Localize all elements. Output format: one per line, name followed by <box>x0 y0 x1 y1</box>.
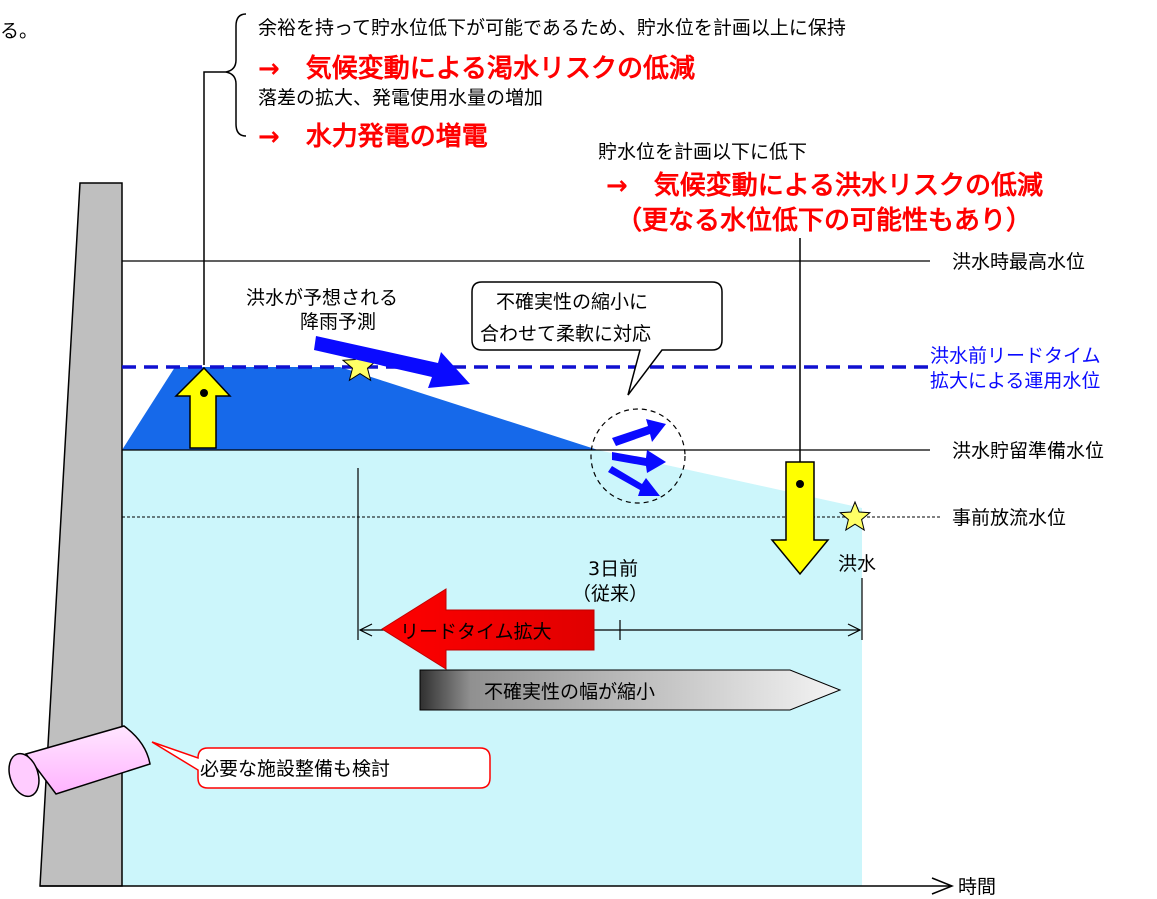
uncertainty-callout-bubble <box>471 281 723 396</box>
lead-time-op-label-1: 洪水前リードタイム <box>930 345 1101 367</box>
right-note-line-3: （更なる水位低下の可能性もあり） <box>616 205 1032 236</box>
right-note-line-2: → 気候変動による洪水リスクの低減 <box>606 170 1043 201</box>
flood-label: 洪水 <box>838 553 876 575</box>
uncertainty-narrowing-arrow-icon <box>419 669 842 711</box>
note-line-1: 余裕を持って貯水位低下が可能であるため、貯水位を計画以上に保持 <box>258 17 846 39</box>
right-note-line-1: 貯水位を計画以下に低下 <box>598 141 807 163</box>
dimension-right-arrowhead <box>847 623 862 637</box>
flexible-response-circle <box>590 408 686 504</box>
top-fragment-text: る。 <box>0 20 38 42</box>
flood-max-level-label: 洪水時最高水位 <box>952 251 1085 273</box>
forecast-trend-arrow-icon <box>314 336 470 388</box>
raise-arrow-dot <box>200 389 208 397</box>
three-days-line-2: （従来） <box>572 583 648 605</box>
facility-callout-box <box>151 741 491 789</box>
raised-water-volume <box>122 367 598 450</box>
note-line-2: → 気候変動による渇水リスクの低減 <box>258 53 695 84</box>
uncertainty-narrowing-label: 不確実性の幅が縮小 <box>484 681 655 703</box>
reservoir-water <box>122 450 862 886</box>
lead-time-expand-label: リードタイム拡大 <box>400 621 552 643</box>
lower-level-arrow-icon <box>770 461 830 576</box>
brace-connector-line <box>203 71 226 365</box>
lead-time-op-label-2: 拡大による運用水位 <box>930 370 1100 392</box>
callout-line-2: 合わせて柔軟に対応 <box>480 323 651 345</box>
rain-forecast-line-2: 降雨予測 <box>300 311 376 333</box>
note-line-4: → 水力発電の増電 <box>258 122 488 152</box>
pre-release-level-label: 事前放流水位 <box>952 507 1066 529</box>
lead-time-expand-arrow-icon <box>381 588 595 670</box>
three-days-line-1: 3日前 <box>588 558 638 580</box>
facility-callout-label: 必要な施設整備も検討 <box>200 758 390 780</box>
outlet-pipe-icon <box>8 725 151 798</box>
callout-line-1: 不確実性の縮小に <box>496 291 648 313</box>
dimension-left-arrowhead <box>358 623 373 637</box>
flexible-response-arrows-icon <box>608 419 666 496</box>
lower-arrow-dot <box>796 480 804 488</box>
notes-brace <box>225 13 247 137</box>
raise-level-arrow-icon <box>174 366 232 449</box>
note-line-3: 落差の拡大、発電使用水量の増加 <box>258 87 543 109</box>
time-axis-arrowhead <box>931 877 955 895</box>
flood-storage-prep-label: 洪水貯留準備水位 <box>952 440 1104 462</box>
time-axis-label: 時間 <box>958 876 996 898</box>
flood-star-icon <box>838 500 872 532</box>
rain-forecast-line-1: 洪水が予想される <box>246 287 398 309</box>
